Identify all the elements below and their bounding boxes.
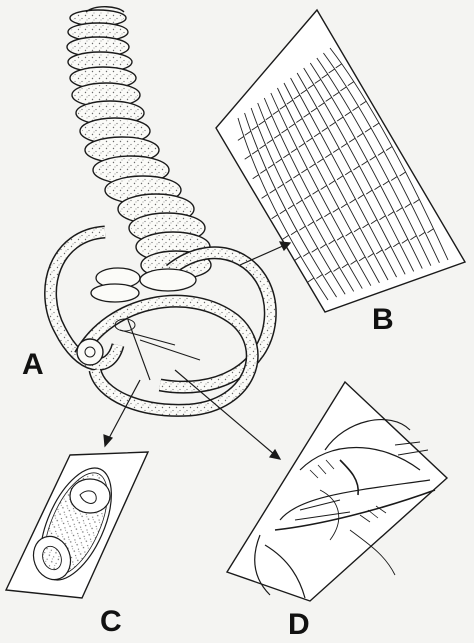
arrow-to-b	[240, 245, 285, 265]
ampulla	[77, 339, 103, 365]
panel-label-c: C	[100, 607, 122, 637]
panel-label-a: A	[22, 350, 44, 380]
upper-lumen	[70, 479, 110, 513]
coil-ring-stipple	[72, 12, 124, 24]
panel-d-detail	[227, 382, 447, 601]
panel-label-d: D	[288, 610, 310, 640]
panel-label-b: B	[372, 305, 394, 335]
panel-c-cross-section	[6, 452, 148, 598]
panel-d-frame	[227, 382, 447, 601]
